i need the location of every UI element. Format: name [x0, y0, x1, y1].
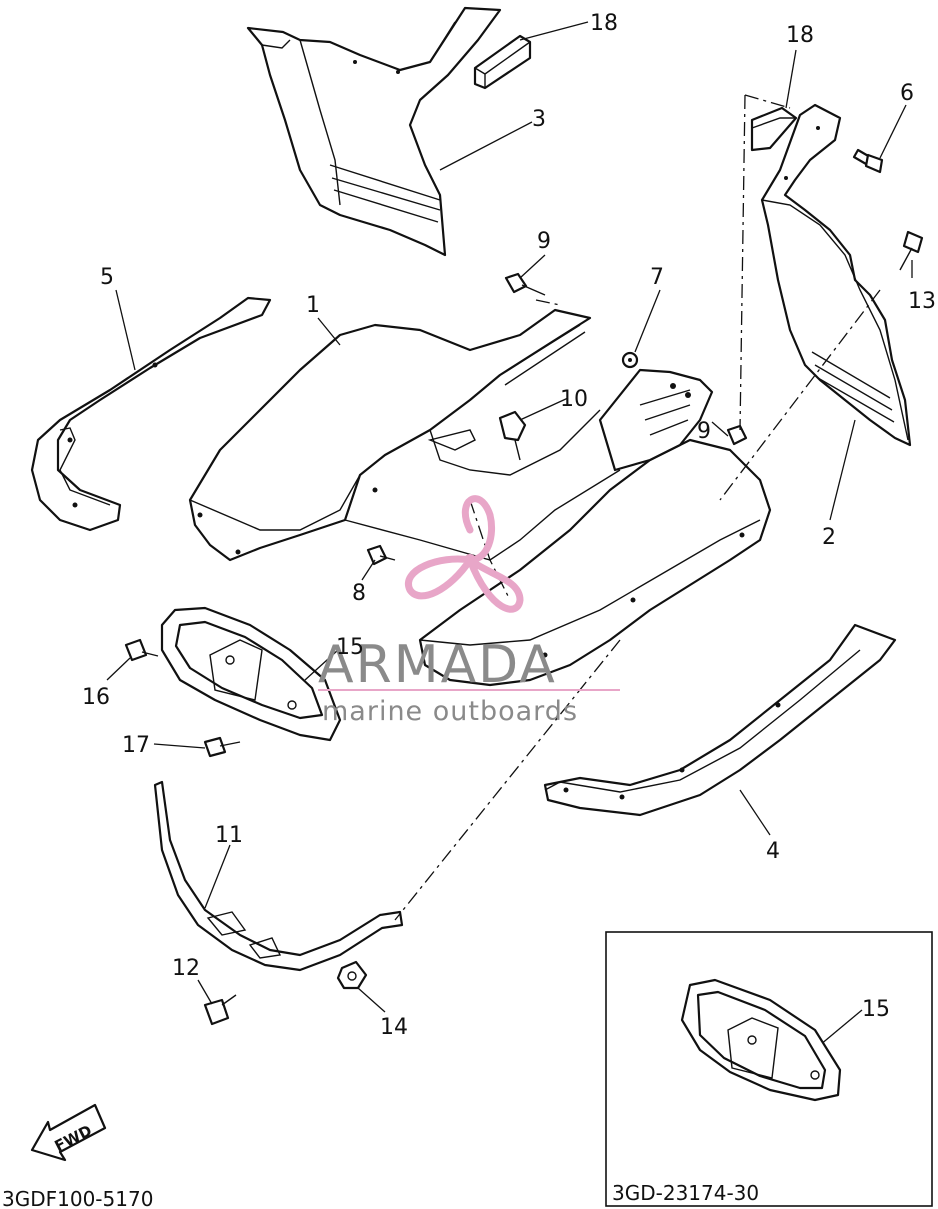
part-6-bolt — [852, 148, 884, 174]
callout-1: 1 — [306, 293, 320, 318]
rear-fender-shell — [418, 368, 772, 687]
part-9-screw-right — [726, 424, 748, 446]
inset-box — [605, 931, 933, 1207]
part-14-nut — [336, 960, 368, 990]
part-2-right-side-panel — [760, 103, 912, 447]
callout-9-top: 9 — [537, 229, 551, 254]
callout-18-left: 18 — [590, 11, 618, 36]
callout-7: 7 — [650, 265, 664, 290]
part-10-clip — [498, 410, 527, 461]
watermark-name: ARMADA — [318, 635, 557, 695]
part-5-left-flap — [30, 296, 272, 532]
part-17-bolt — [203, 736, 241, 758]
part-15-headlight-bracket — [160, 606, 342, 742]
watermark: ARMADA marine outboards — [318, 495, 620, 727]
part-18-pad-left — [473, 34, 532, 90]
part-12-bolt — [203, 994, 237, 1026]
part-9-screw-top — [504, 272, 546, 296]
callout-9-right: 9 — [697, 419, 711, 444]
inset-part-number: 3GD-23174-30 — [612, 1181, 759, 1205]
part-13-screw — [899, 230, 924, 271]
fwd-arrow-icon: FWD — [30, 1103, 107, 1162]
callout-15-inset: 15 — [862, 997, 890, 1022]
callout-6: 6 — [900, 81, 914, 106]
part-3-left-side-panel — [246, 6, 502, 257]
part-8-grommet — [366, 544, 396, 566]
callout-8: 8 — [352, 581, 366, 606]
diagram-code: 3GDF100-5170 — [2, 1187, 153, 1209]
leader-lines — [106, 21, 913, 1046]
armada-logo-icon — [405, 495, 524, 613]
callout-3: 3 — [532, 107, 546, 132]
part-7-washer — [621, 351, 639, 369]
assembly-lines — [394, 94, 881, 921]
part-1-front-fender — [188, 308, 621, 562]
part-4-right-flap — [543, 623, 897, 817]
callout-11: 11 — [215, 823, 243, 848]
callout-2: 2 — [822, 525, 836, 550]
callout-12: 12 — [172, 956, 200, 981]
part-11-stay-bar — [153, 780, 404, 972]
callout-13: 13 — [908, 289, 936, 314]
watermark-tagline: marine outboards — [322, 696, 578, 727]
callout-15-main: 15 — [336, 635, 364, 660]
part-18-pad-right — [750, 106, 798, 152]
part-16-bolt — [124, 638, 159, 662]
callout-14: 14 — [380, 1015, 408, 1040]
callout-4: 4 — [766, 839, 780, 864]
callout-labels: 18 3 18 6 5 1 9 7 13 10 9 2 8 15 16 17 1… — [82, 11, 936, 1040]
callout-17: 17 — [122, 733, 150, 758]
callout-16: 16 — [82, 685, 110, 710]
callout-18-right: 18 — [786, 23, 814, 48]
callout-10: 10 — [560, 387, 588, 412]
callout-5: 5 — [100, 265, 114, 290]
